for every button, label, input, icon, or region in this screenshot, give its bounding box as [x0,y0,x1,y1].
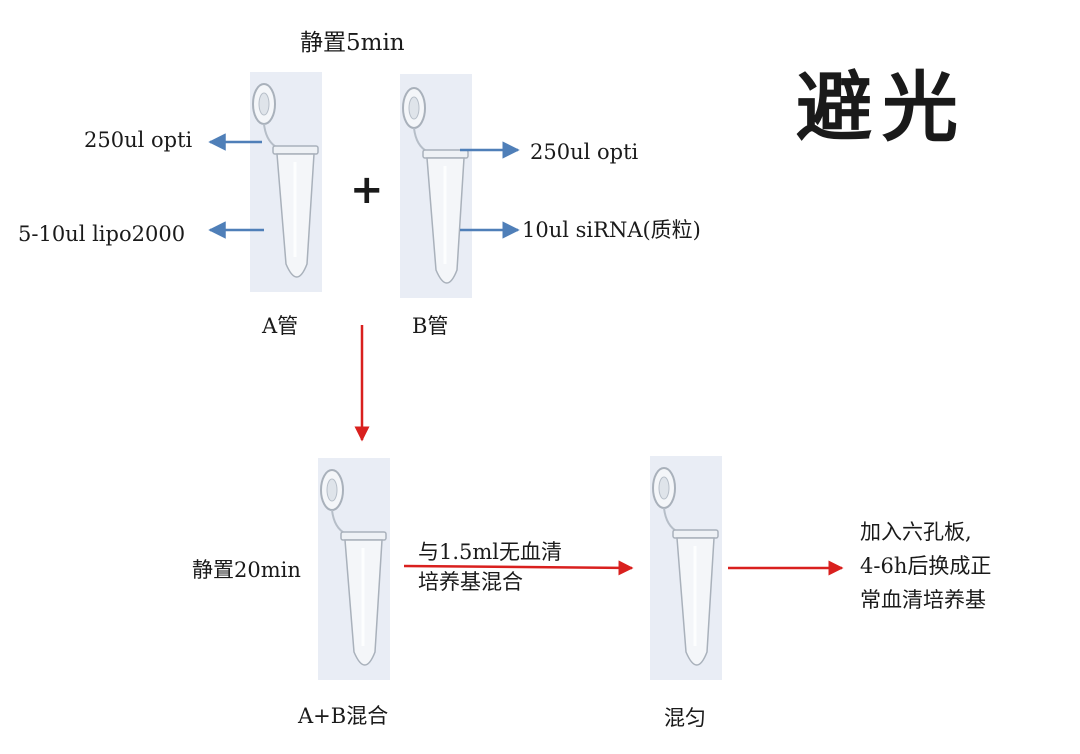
mix-tube-label: A+B混合 [298,704,389,728]
tube-b-label: B管 [412,314,449,338]
tube-mix-panel [318,458,390,680]
tube-a-panel [250,72,322,292]
mix-step-line1: 与1.5ml无血清 [418,540,563,564]
microtube-mix-icon [320,469,387,666]
tube-b-reagent-sirna: 10ul siRNA(质粒) [522,218,701,242]
tube-a-label: A管 [262,314,299,338]
incubate-20min-label: 静置20min [192,558,301,582]
plus-sign: + [350,167,384,213]
tube-a-reagent-opti: 250ul opti [84,128,193,152]
protect-from-light-title: 避光 [796,63,968,152]
final-step-line1: 加入六孔板, [860,520,972,544]
tube-b-panel [400,74,472,298]
arrow-mix-red [403,560,634,576]
final-step-line2: 4-6h后换成正 [860,554,992,578]
tube-b-reagent-opti: 250ul opti [530,140,639,164]
tube-final-panel [650,456,722,680]
mix-step-line2: 培养基混合 [418,570,523,594]
microtube-final-icon [652,467,719,666]
tube-a-reagent-lipo: 5-10ul lipo2000 [18,222,186,246]
microtube-a-icon [252,83,319,278]
final-tube-label: 混匀 [664,706,706,730]
final-step-line3: 常血清培养基 [860,588,986,612]
microtube-b-icon [402,87,469,284]
incubate-5min-label: 静置5min [300,30,405,56]
